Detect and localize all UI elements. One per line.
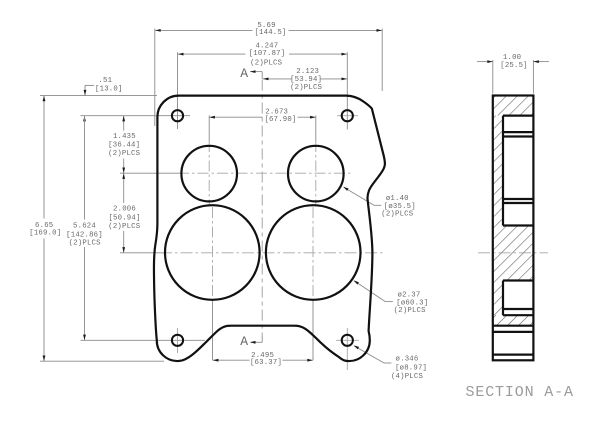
svg-text:2.495: 2.495	[251, 352, 274, 360]
svg-text:A: A	[240, 334, 248, 349]
svg-text:[ø60.3]: [ø60.3]	[396, 300, 428, 308]
svg-text:(2)PLCS: (2)PLCS	[69, 240, 101, 248]
svg-text:ø.346: ø.346	[396, 355, 419, 363]
svg-text:1.00: 1.00	[503, 54, 521, 62]
svg-text:ø2.37: ø2.37	[398, 291, 421, 299]
svg-text:[67.90]: [67.90]	[264, 116, 296, 124]
svg-text:[107.87]: [107.87]	[249, 50, 286, 58]
svg-text:[25.5]: [25.5]	[500, 62, 527, 70]
svg-text:4.247: 4.247	[255, 42, 278, 50]
svg-text:[142.86]: [142.86]	[66, 232, 103, 240]
svg-text:[63.37]: [63.37]	[250, 359, 282, 367]
svg-text:2.123: 2.123	[296, 68, 319, 76]
svg-text:(2)PLCS: (2)PLCS	[394, 307, 426, 315]
svg-text:5.624: 5.624	[73, 222, 96, 230]
svg-text:(2)PLCS: (2)PLCS	[250, 60, 282, 68]
svg-text:[36.44]: [36.44]	[108, 142, 140, 150]
svg-text:(2)PLCS: (2)PLCS	[108, 150, 140, 158]
svg-text:[50.94]: [50.94]	[108, 214, 140, 222]
svg-text:5.69: 5.69	[257, 22, 275, 30]
svg-text:[13.0]: [13.0]	[95, 86, 122, 94]
svg-text:(4)PLCS: (4)PLCS	[391, 373, 423, 381]
svg-text:[169.0]: [169.0]	[29, 230, 61, 238]
svg-text:[ø35.5]: [ø35.5]	[384, 203, 416, 211]
svg-text:ø1.40: ø1.40	[386, 195, 409, 203]
svg-text:SECTION A-A: SECTION A-A	[466, 384, 574, 401]
svg-text:(2)PLCS: (2)PLCS	[381, 211, 413, 219]
svg-text:.51: .51	[98, 77, 112, 85]
svg-text:A: A	[240, 66, 248, 81]
svg-text:1.435: 1.435	[113, 133, 136, 141]
svg-text:(2)PLCS: (2)PLCS	[290, 84, 322, 92]
svg-text:6.65: 6.65	[35, 222, 53, 230]
svg-text:[144.5]: [144.5]	[254, 29, 286, 37]
svg-text:[ø8.97]: [ø8.97]	[395, 365, 427, 373]
svg-text:2.673: 2.673	[265, 109, 288, 117]
svg-text:[53.94]: [53.94]	[290, 76, 322, 84]
svg-text:2.006: 2.006	[113, 205, 136, 213]
svg-text:(2)PLCS: (2)PLCS	[108, 223, 140, 231]
